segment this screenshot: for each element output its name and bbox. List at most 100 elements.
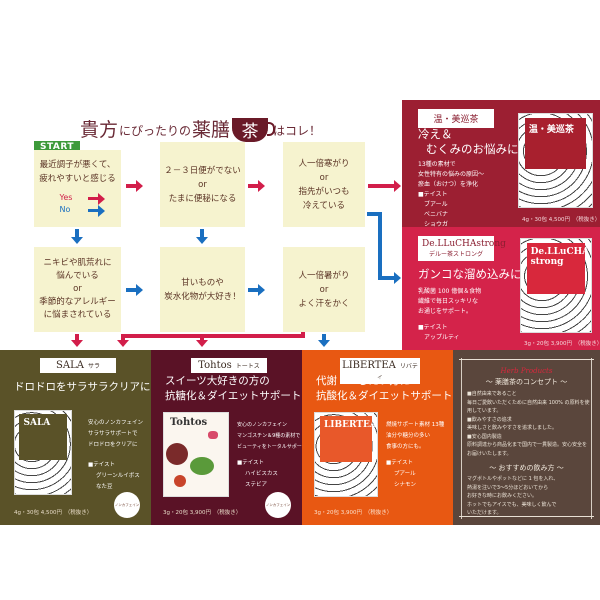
flourish-icon: 〜 (489, 464, 499, 472)
sala-package-image: SALA (14, 410, 72, 495)
sala-desc-1: 安心のノンカフェイン (88, 420, 144, 426)
delucha-taste: ■テイスト アップルティ (418, 323, 460, 343)
q6-or: or (319, 284, 329, 295)
concept-brand: Herb Products (500, 367, 553, 375)
howto-line-3: お好きな時にお飲みください。 (467, 493, 538, 499)
yes-path-q6-vertical (301, 332, 305, 338)
tohtos-headline-1: スイーツ大好きの方の (165, 375, 270, 387)
howto-body: マグボトルやポットなどに 1 包を入れ、 熱湯を注いで3～5分ほどおいてから お… (467, 475, 590, 518)
q6-line1: 人一倍暑がり (298, 270, 350, 281)
tohtos-tag-name: Tohtos (198, 360, 232, 371)
q3-line3: 冷えている (302, 200, 346, 211)
title-part2: にぴったりの (119, 124, 192, 138)
flourish-icon: 〜 (554, 464, 564, 472)
onbi-taste-3: ショウガ (424, 221, 449, 228)
no-arrow-q3-delucha (378, 272, 401, 284)
howto-line-4: ホットでもアイスでも、美味しく飲んで (467, 501, 557, 508)
onbi-desc-1: 13種の素材で (418, 161, 456, 168)
delucha-price: 3g・20包 3,900円 （税抜き） (524, 341, 600, 347)
title-part4: はコレ！ (273, 124, 322, 138)
q1-line2: 疲れやすいと感じる (39, 174, 116, 184)
q4-line1: ニキビや肌荒れに (43, 258, 112, 268)
no-arrow-q2-q5 (196, 229, 208, 244)
onbi-taste-1: ブアール (424, 201, 448, 208)
q3-or: or (319, 172, 329, 183)
delucha-taste-1: アップルティ (424, 334, 460, 341)
tohtos-taste-2: ステビア (245, 482, 268, 488)
tohtos-desc-3: ビューティをトータルサポート (237, 444, 307, 450)
q2-line1: ２－３日便がでない (164, 165, 241, 176)
concept-item-3-head: ■安心国内製造 (467, 433, 502, 440)
sala-description: 安心のノンカフェイン サラサラサポートで ドロドロをクリアに (88, 418, 143, 451)
berry-illustration (174, 475, 186, 487)
concept-title: 〜 薬膳茶のコンセプト 〜 (453, 377, 600, 387)
title-part3: 薬膳 (192, 119, 231, 141)
q2-line2: たまに便秘になる (168, 193, 237, 204)
sala-package-name: SALA (23, 418, 51, 429)
concept-item-1-head: ■自然由来であること (467, 391, 517, 397)
delucha-desc-2: 繊維で毎日スッキリな (418, 298, 479, 305)
legend-yes: Yes (59, 193, 73, 202)
libertea-headline: 代謝 UP したい方に 抗酸化＆ダイエットサポート (316, 374, 452, 404)
onbi-headline: 冷え＆ むくみのお悩みに (418, 127, 518, 157)
question-box-4: ニキビや肌荒れに 悩んでいる or 季節的なアレルギー に悩まされている (34, 247, 121, 332)
libertea-taste-1: プアール (394, 471, 416, 477)
product-panel-delucha[interactable]: De.LLuCHAstrong デルー茶ストロング ガンコな溜め込みに 乳酸菌 … (402, 227, 600, 350)
concept-item-2-body: 美味しさと飲みやすさを追求しました。 (467, 425, 558, 431)
libertea-tag-kana: リバティ (376, 363, 418, 381)
libertea-package-image: LIBERTEA (314, 412, 378, 497)
flourish-icon: 〜 (558, 378, 568, 386)
sala-tag-kana: サラ (87, 363, 100, 370)
blue-arrow-icon (87, 205, 105, 217)
tohtos-price: 3g・20包 3,900円 （税抜き） (163, 510, 242, 516)
tohtos-tag-kana: トートス (235, 363, 260, 370)
yes-arrow-q5-tohtos (196, 334, 208, 347)
tohtos-taste: ■テイスト ハイビスカス ステビア (237, 458, 278, 491)
onbi-package-image: 温・美巡茶 (518, 113, 593, 208)
question-box-5: 甘いものや 炭水化物が大好き！ (160, 247, 245, 332)
libertea-taste: ■テイスト プアール シナモン (386, 458, 416, 491)
red-arrow-icon (87, 193, 105, 205)
tohtos-headline-2: 抗糖化＆ダイエットサポート (165, 390, 302, 402)
no-arrow-q6-libertea (318, 334, 330, 347)
concept-title-text: 薬膳茶のコンセプト (495, 378, 558, 386)
q4-line2: 悩んでいる (56, 271, 99, 281)
onbi-price: 4g・30包 4,500円 （税抜き） (522, 217, 600, 223)
libertea-package-name: LIBERTEA (323, 420, 377, 431)
non-caffeine-badge: ノンカフェイン (114, 492, 140, 518)
libertea-tag-name: LIBERTEA (342, 360, 396, 371)
howto-line-5: いただけます。 (467, 510, 502, 516)
libertea-price: 3g・20包 3,900円 （税抜き） (314, 510, 393, 516)
delucha-desc-3: お通じをサポート。 (418, 308, 472, 315)
onbi-desc-2: 女性特有の悩みの原因〜 (418, 171, 485, 178)
onbi-tag: 温・美巡茶 (418, 109, 494, 128)
no-arrow-q1-q4 (71, 229, 83, 244)
q4-or: or (73, 284, 82, 294)
delucha-package-name: De.LLuCHA strong (530, 246, 590, 267)
question-box-1: 最近調子が悪くて、 疲れやすいと感じる Yes No (34, 150, 121, 227)
q4-line4: に悩まされている (43, 310, 112, 320)
onbi-desc-3: 瘀血（おけつ）を浄化 (418, 181, 479, 188)
no-path-q3-horizontal (367, 212, 381, 216)
product-panel-onbi[interactable]: 温・美巡茶 冷え＆ むくみのお悩みに 13種の素材で 女性特有の悩みの原因〜 瘀… (402, 100, 600, 230)
delucha-package-image: De.LLuCHA strong (520, 238, 592, 333)
legend-no: No (59, 205, 71, 214)
decorative-frame (461, 358, 592, 519)
sala-headline: ドロドロをサラサラクリアに (14, 381, 151, 393)
question-box-6: 人一倍暑がり or よく汗をかく (283, 247, 365, 332)
onbi-taste: ■テイスト ブアール ベニバナ ショウガ (418, 190, 448, 230)
delucha-desc-1: 乳酸菌 100 億個＆食物 (418, 288, 482, 295)
libertea-desc-2: 油分や糖分の多い (386, 433, 431, 439)
delucha-description: 乳酸菌 100 億個＆食物 繊維で毎日スッキリな お通じをサポート。 (418, 287, 481, 317)
q1-line1: 最近調子が悪くて、 (39, 160, 116, 170)
question-box-3: 人一倍寒がり or 指先がいつも 冷えている (283, 142, 365, 227)
yes-path-q6-horizontal (121, 334, 304, 338)
no-arrow-q5-q6 (248, 284, 265, 296)
libertea-desc-1: 燃焼サポート素材 13種 (386, 422, 445, 428)
libertea-headline-1: 代謝 UP したい方に (316, 375, 411, 387)
